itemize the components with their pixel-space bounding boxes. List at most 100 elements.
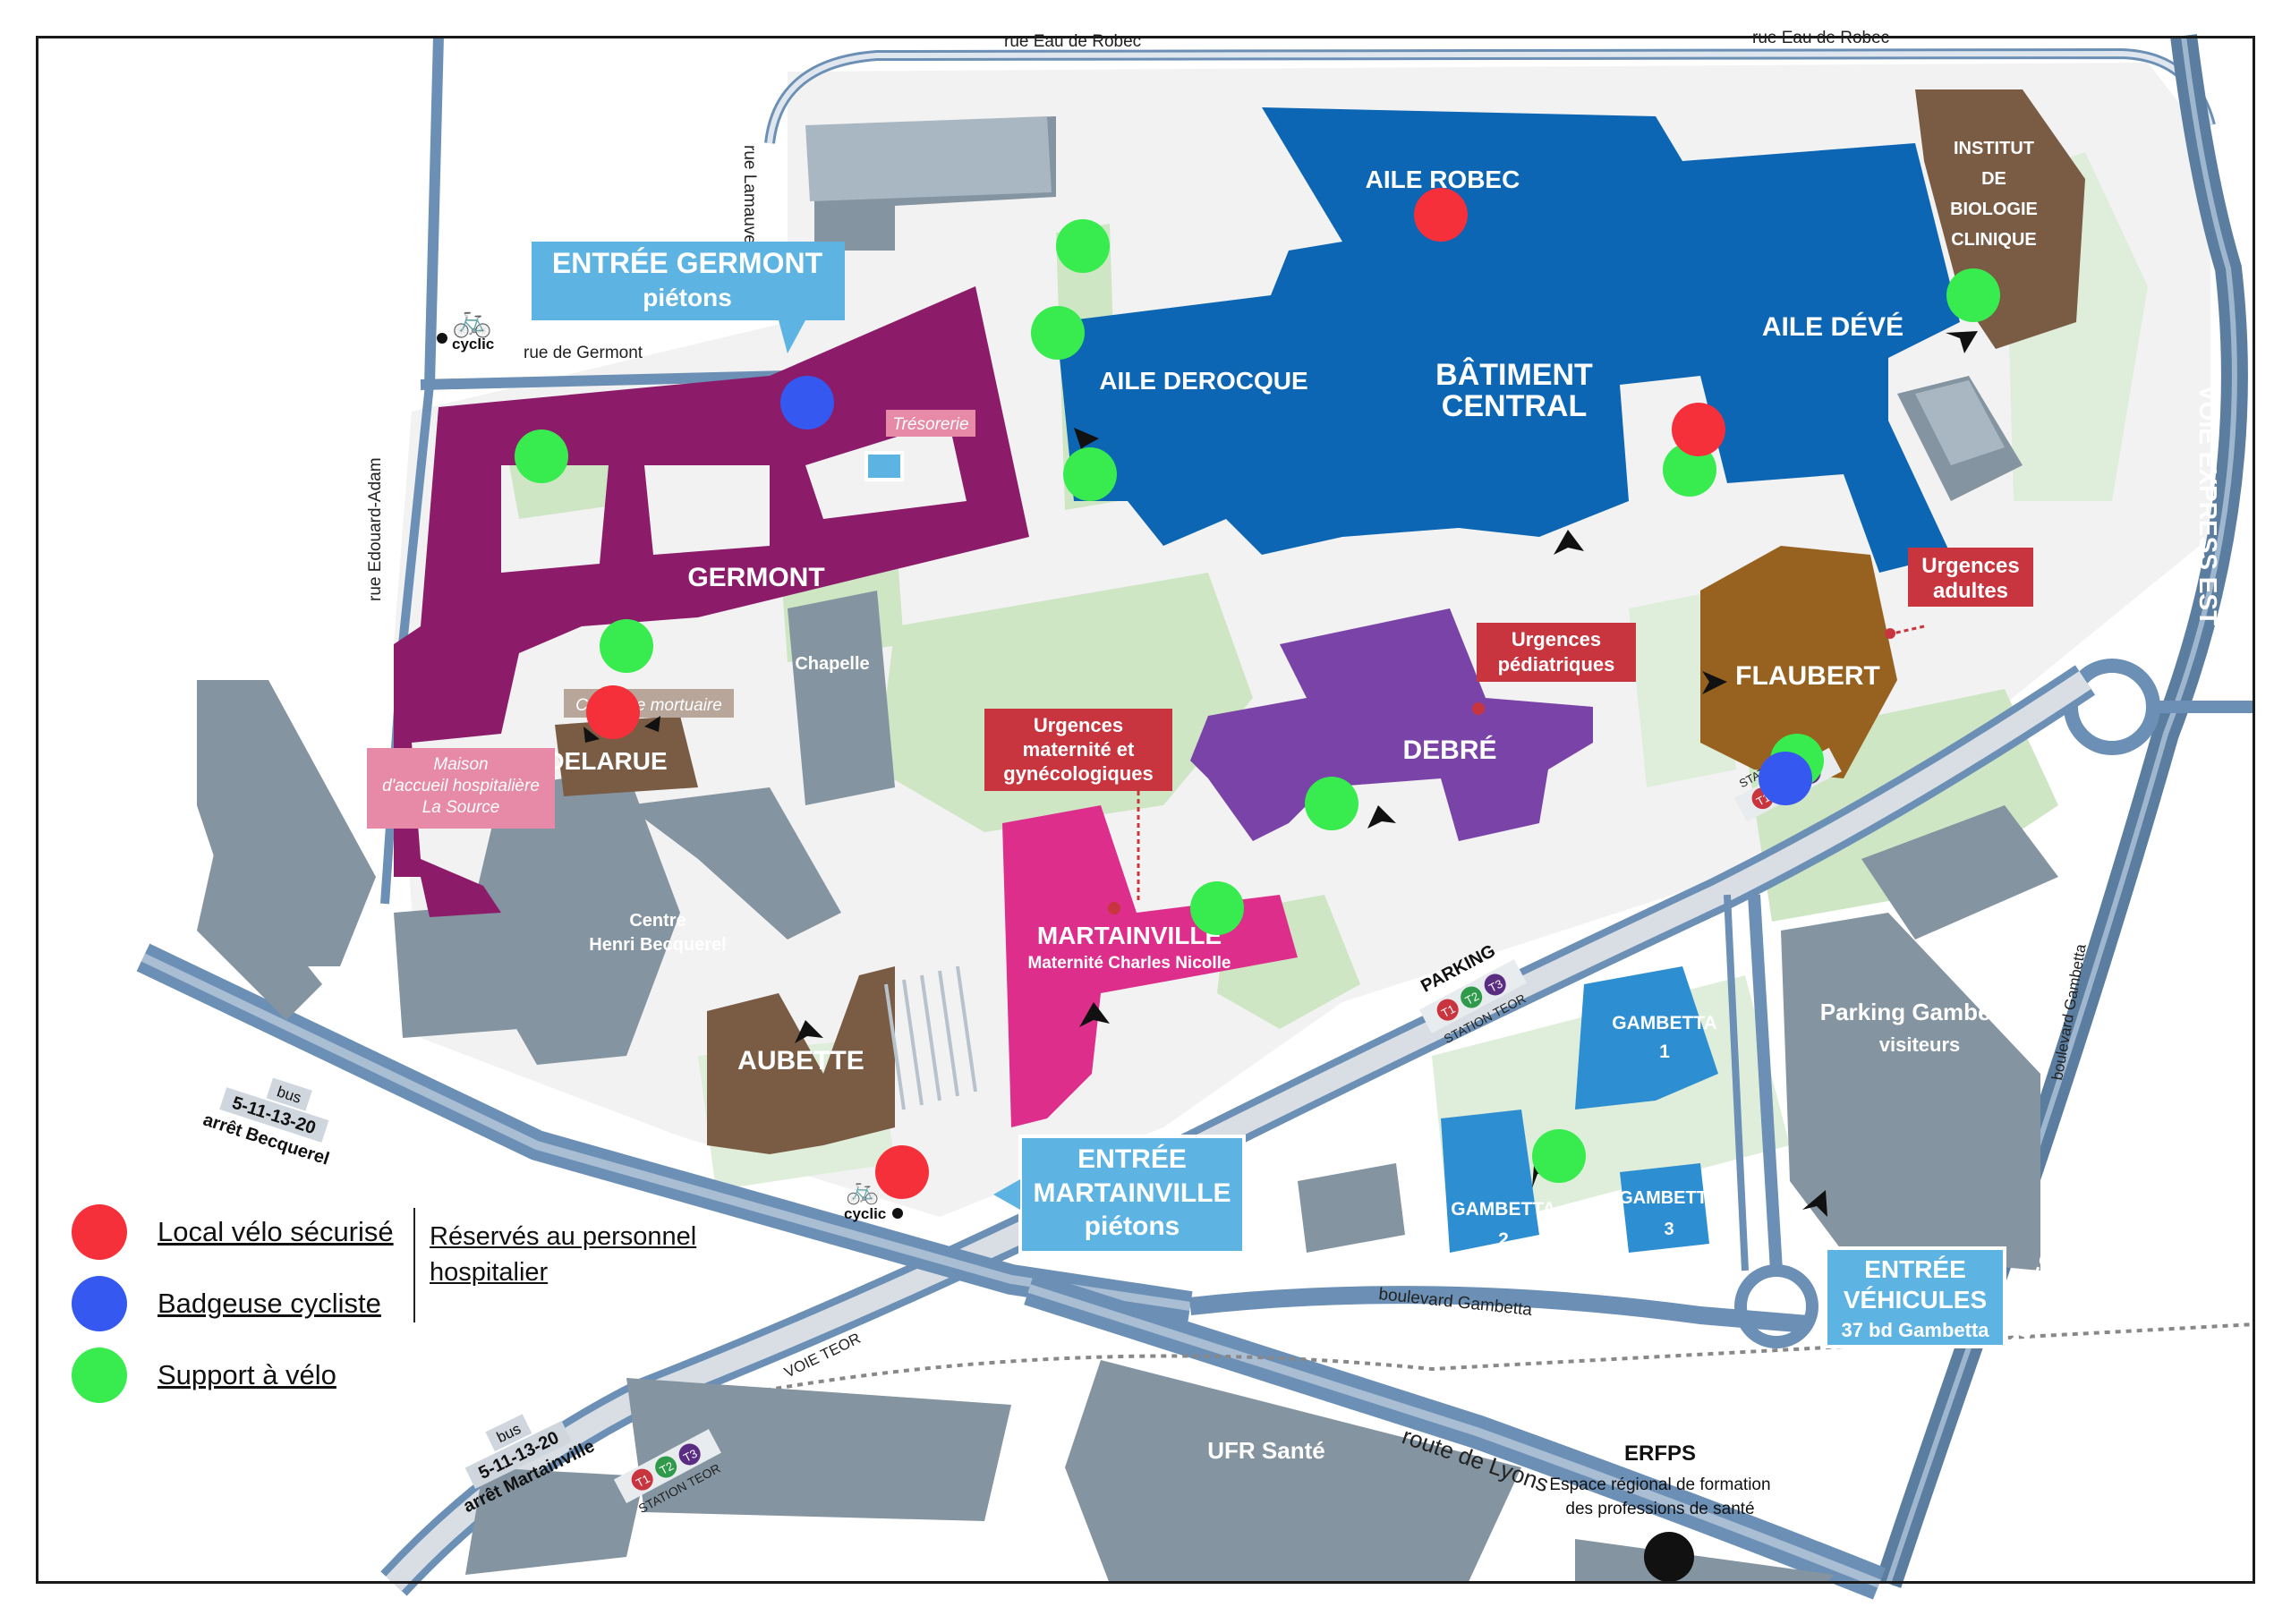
support-velo-marker[interactable]	[1532, 1129, 1586, 1183]
label-centre-1: Centre	[629, 911, 686, 931]
t2-label: T2	[1463, 990, 1481, 1008]
sign-entree-martainville[interactable]: ENTRÉE MARTAINVILLE piétons	[993, 1135, 1246, 1254]
legend-badgeuse-label: Badgeuse cycliste	[158, 1288, 381, 1319]
support-velo-marker[interactable]	[1663, 443, 1716, 497]
t1-label: T1	[634, 1472, 652, 1490]
building-debre	[1190, 608, 1593, 841]
label-parking-gambetta: Parking Gambetta	[1820, 999, 2020, 1025]
bike-markers[interactable]	[515, 188, 2000, 1199]
support-velo-marker[interactable]	[1031, 306, 1085, 360]
label-visiteurs: visiteurs	[1879, 1033, 1961, 1056]
t1-badge	[631, 1468, 653, 1491]
entree-martainville-3: piétons	[1085, 1212, 1180, 1241]
t2-label: T2	[658, 1459, 676, 1477]
map-legend: Local vélo sécurisé Badgeuse cycliste Su…	[72, 1199, 770, 1432]
label-institut-1: INSTITUT	[1954, 139, 2034, 158]
sign-urgences-adultes[interactable]: Urgences adultes	[1908, 548, 2033, 607]
label-ufr-sante: UFR Santé	[1207, 1437, 1324, 1464]
legend-red-dot	[72, 1204, 127, 1260]
building-gambetta-2	[1441, 1110, 1539, 1253]
urg-ped-1: Urgences	[1512, 628, 1601, 650]
entree-vehicules-1: ENTRÉE	[1864, 1255, 1966, 1283]
urg-adultes-2: adultes	[1933, 579, 2008, 603]
street-edouard-adam: rue Edouard-Adam	[366, 457, 385, 601]
sign-urgences-maternite[interactable]: Urgences maternité et gynécologiques	[984, 709, 1172, 791]
legend-blue-dot	[72, 1276, 127, 1331]
road-bd-gambetta-east	[1748, 894, 1783, 1271]
cyclic-station-2[interactable]: 🚲 cyclic	[844, 1176, 903, 1222]
entree-martainville-2: MARTAINVILLE	[1033, 1178, 1231, 1208]
local-velo-marker[interactable]	[875, 1145, 929, 1199]
building-aubette	[707, 966, 895, 1154]
t3-label: T3	[1486, 977, 1504, 995]
erfps-marker[interactable]	[1644, 1532, 1694, 1582]
building-gambetta-3	[1620, 1163, 1709, 1253]
road-germont	[420, 370, 788, 390]
label-erfps-2: des professions de santé	[1565, 1500, 1754, 1518]
support-velo-marker[interactable]	[1056, 219, 1110, 273]
entry-arrow-icon	[1802, 1190, 1827, 1217]
label-gambetta1-2: 1	[1659, 1042, 1670, 1062]
urg-mat-3: gynécologiques	[1003, 762, 1153, 785]
urg-ped-2: pédiatriques	[1498, 653, 1615, 676]
local-velo-marker[interactable]	[1414, 188, 1468, 242]
sign-urgences-pediatriques[interactable]: Urgences pédiatriques	[1477, 623, 1636, 682]
street-eau-robec-2: rue Eau de Robec	[1752, 29, 1889, 47]
legend-support-label: Support à vélo	[158, 1359, 336, 1390]
parking-lot	[884, 965, 977, 1110]
label-batiment-central-1: BÂTIMENT	[1435, 358, 1593, 392]
road-lamauve	[424, 35, 444, 386]
support-velo-marker[interactable]	[515, 429, 568, 483]
support-velo-marker[interactable]	[1305, 777, 1358, 830]
cyclic-station-1[interactable]: 🚲 cyclic	[437, 302, 494, 353]
urg-mat-1: Urgences	[1034, 714, 1123, 736]
urg-mat-2: maternité et	[1023, 738, 1135, 761]
legend-separator	[413, 1208, 415, 1322]
label-germont: GERMONT	[687, 563, 824, 592]
label-gambetta3-2: 3	[1664, 1220, 1674, 1239]
label-gambetta3-1: GAMBETTA	[1619, 1188, 1719, 1208]
label-erfps: ERFPS	[1624, 1441, 1696, 1466]
t3-badge	[678, 1443, 701, 1466]
entry-arrow-icon	[644, 716, 660, 732]
sign-entree-vehicules[interactable]: ENTRÉE VÉHICULES 37 bd Gambetta	[1824, 1246, 2006, 1348]
label-flaubert: FLAUBERT	[1735, 661, 1880, 691]
cyclic-label-1: cyclic	[452, 336, 494, 353]
t3-label: T3	[681, 1447, 699, 1465]
support-velo-marker[interactable]	[1946, 268, 2000, 322]
support-velo-marker[interactable]	[1063, 447, 1117, 501]
badgeuse-marker[interactable]	[780, 376, 834, 429]
bicycle-icon: 🚲	[452, 302, 492, 338]
label-aubette: AUBETTE	[737, 1046, 864, 1076]
cyclic-label-2: cyclic	[844, 1205, 886, 1222]
bicycle-icon: 🚲	[846, 1176, 879, 1205]
entree-germont-1: ENTRÉE GERMONT	[552, 247, 823, 279]
label-aile-derocque: AILE DEROCQUE	[1099, 367, 1307, 395]
legend-green-dot	[72, 1348, 127, 1403]
entry-arrow-icon	[583, 727, 600, 743]
maison-accueil-tag	[367, 748, 555, 829]
support-velo-marker[interactable]	[600, 619, 653, 673]
street-voie-express-1: VOIE EXPRESS EST	[2194, 385, 2222, 625]
building-central	[1056, 107, 1960, 573]
support-velo-marker[interactable]	[1190, 881, 1244, 935]
railway	[733, 1322, 2256, 1398]
tresorerie-pool	[864, 451, 904, 481]
entree-vehicules-3: 37 bd Gambetta	[1841, 1319, 1989, 1341]
sign-entree-germont[interactable]: ENTRÉE GERMONT piétons	[532, 242, 845, 353]
label-institut-4: CLINIQUE	[1951, 230, 2037, 250]
local-velo-marker[interactable]	[1672, 403, 1725, 456]
legend-local-velo: Local vélo sécurisé	[72, 1204, 394, 1260]
badgeuse-marker[interactable]	[1759, 752, 1812, 805]
label-erfps-1: Espace régional de formation	[1549, 1475, 1770, 1494]
label-chapelle: Chapelle	[795, 654, 869, 674]
entree-martainville-1: ENTRÉE	[1077, 1144, 1187, 1174]
local-velo-marker[interactable]	[586, 685, 640, 739]
label-gambetta2-2: 2	[1498, 1229, 1509, 1250]
legend-local-velo-label: Local vélo sécurisé	[158, 1216, 394, 1247]
tresorerie-tag	[886, 410, 975, 437]
label-gambetta2-1: GAMBETTA	[1451, 1199, 1555, 1220]
label-batiment-central-2: CENTRAL	[1442, 389, 1587, 423]
